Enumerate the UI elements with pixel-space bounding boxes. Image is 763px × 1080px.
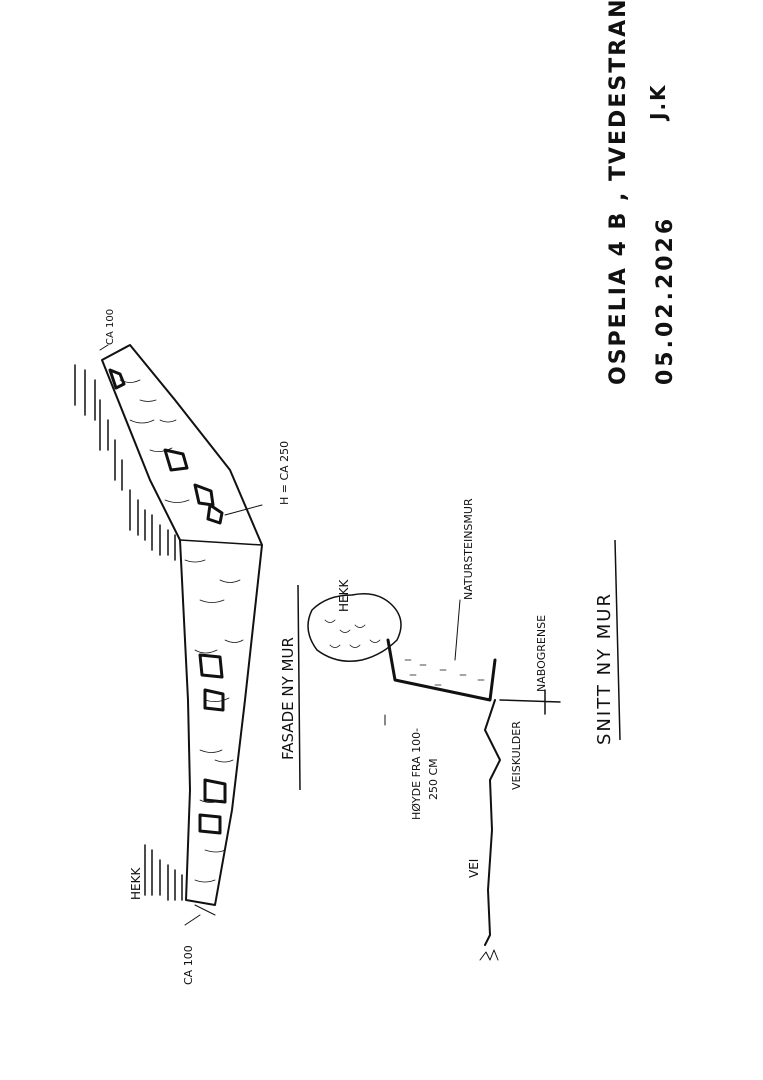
- hedge-bottom: [144, 844, 183, 901]
- dim-lines: [99, 344, 263, 926]
- section-heading-underline: [614, 539, 621, 741]
- facade-drawing: [74, 344, 263, 926]
- facade-ca100-left: CA 100: [182, 945, 195, 985]
- wall-outline: [101, 344, 263, 906]
- section-drawing: [307, 593, 561, 961]
- hedge-top: [74, 364, 176, 561]
- section-naturstein: NATURSTEINSMUR: [462, 498, 475, 600]
- facade-heading-underline: [297, 584, 301, 791]
- section-grass: [479, 949, 499, 961]
- section-hoyde-2: 250 CM: [427, 758, 440, 800]
- wall-texture: [119, 379, 244, 883]
- facade-ca100-top: CA 100: [105, 309, 116, 345]
- section-veiskulder: VEISKULDER: [510, 721, 523, 790]
- facade-hekk: HEKK: [129, 867, 143, 900]
- facade-height: H = CA 250: [278, 441, 291, 505]
- section-nabogrense: NABOGRENSE: [535, 615, 548, 692]
- title-initials: J.K: [646, 83, 670, 122]
- section-vei: VEI: [467, 859, 481, 878]
- section-hekk: HEKK: [337, 579, 351, 612]
- title-date: 05.02.2026: [653, 216, 678, 385]
- section-leaders: [384, 599, 461, 726]
- section-wall-texture: [404, 659, 485, 686]
- section-hoyde-1: HØYDE FRA 100-: [410, 728, 423, 820]
- section-hedge-texture: [324, 619, 381, 648]
- section-wall: [386, 638, 497, 702]
- section-ground: [484, 699, 501, 946]
- facade-heading: FASADE NY MUR: [279, 637, 297, 760]
- section-hedge: [307, 593, 402, 662]
- title-address: OSPELIA 4 B , TVEDESTRAND: [606, 0, 631, 385]
- wall-stones: [108, 368, 227, 835]
- nabogrense-line: [499, 689, 561, 715]
- underlines: [297, 539, 621, 791]
- section-heading: SNITT NY MUR: [594, 592, 615, 745]
- wall-joint: [179, 539, 263, 546]
